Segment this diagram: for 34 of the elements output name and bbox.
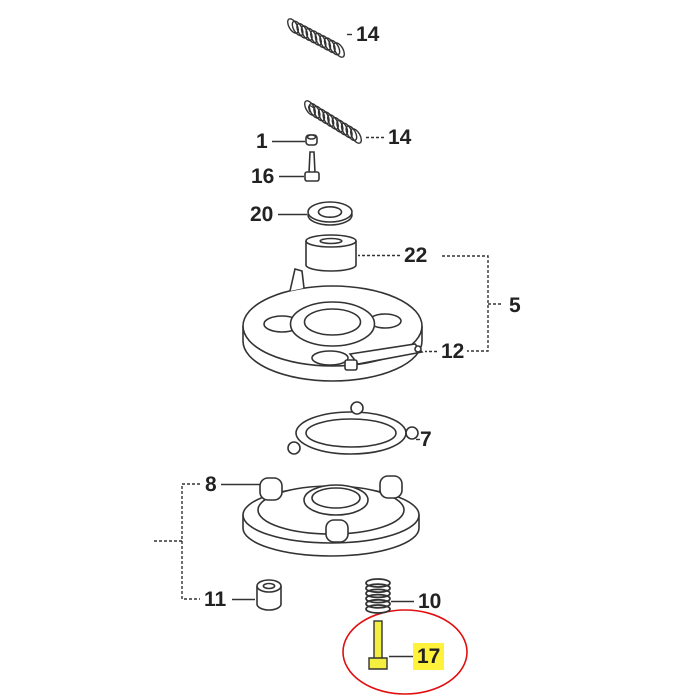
washer-drawing [307,200,353,226]
spring-drawing [285,18,347,58]
leader-line [272,140,305,142]
cap-drawing [255,578,283,612]
callout-number: 17 [413,643,444,670]
callout-number: 22 [400,242,432,269]
bolt-drawing [304,150,320,183]
leader-line [358,254,400,256]
callout-number: 12 [437,338,468,365]
pin-drawing [367,620,389,672]
leader-line [232,598,255,600]
callout-number: 8 [201,471,221,498]
callout-number: 1 [252,128,272,155]
spring-drawing [365,578,391,614]
leader-line [389,656,413,658]
callout-number: 5 [508,293,522,319]
callout-number: 7 [416,426,436,453]
leader-line [391,600,414,602]
callout-number: 20 [246,201,278,228]
leader-line [347,34,352,36]
leader-line [279,176,304,178]
callout-number: 11 [200,586,230,613]
callout-number: 16 [247,163,278,190]
leader-line [221,484,260,486]
leader-line [278,214,307,216]
spring-drawing [302,100,364,144]
leader-line [425,350,437,352]
callout-number: 14 [352,21,384,48]
leader-line [364,136,384,138]
housing-drawing [240,266,425,384]
callout-number: 14 [384,124,416,151]
bearing-drawing [304,233,358,273]
callout-number: 10 [414,588,446,615]
nut-drawing [305,133,318,147]
